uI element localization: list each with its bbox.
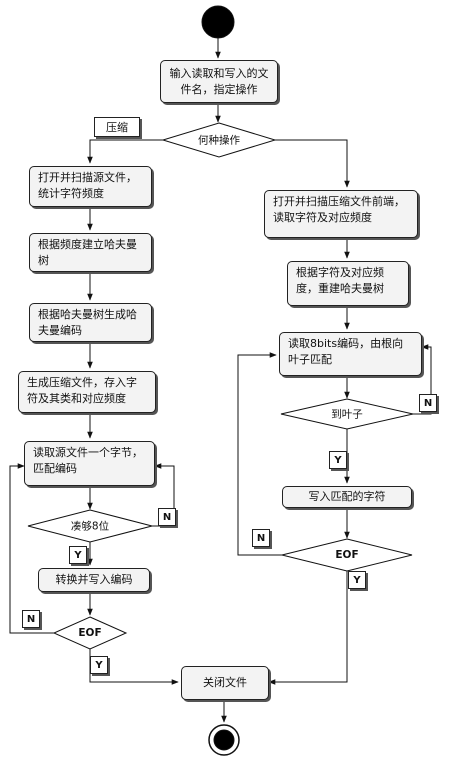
start-node [201,5,235,39]
edge-to-decompress [275,139,350,188]
step-scan-compressed: 打开并扫描压缩文件前端，读取字符及对应频度 [264,190,418,238]
tag-n-eof-c: N [22,610,40,628]
tag-y-leaf: Y [329,451,347,469]
step-gen-codes: 根据哈夫曼树生成哈夫曼编码 [29,303,152,342]
step-write-char: 写入匹配的字符 [282,486,412,508]
tag-n-eof-d: N [252,529,270,547]
step-read-byte: 读取源文件一个字节，匹配编码 [24,441,155,486]
end-node-inner [213,729,235,751]
decision-op-label: 何种操作 [198,134,240,147]
edge-leaf-no [413,344,432,415]
compress-label: 压缩 [94,117,140,137]
decision-8bits-label: 凑够8位 [70,520,110,533]
decision-leaf-label: 到叶子 [331,408,363,421]
step-build-tree: 根据频度建立哈夫曼树 [29,233,152,272]
tag-n-8bits: N [158,508,176,526]
step-write-code: 转换并写入编码 [38,568,150,592]
decision-eof-d-label: EOF [335,549,359,561]
step-gen-compressed-file: 生成压缩文件，存入字符及其类和对应频度 [18,371,156,413]
step-read-8bits: 读取8bits编码，由根向叶子匹配 [279,332,422,376]
decision-op-shape [161,122,277,158]
edge-eof-d-yes [268,571,348,685]
edge-to-compress [87,139,163,164]
tag-y-eof-d: Y [348,571,366,589]
step-scan-source: 打开并扫描源文件，统计字符频度 [29,166,152,207]
tag-y-8bits: Y [69,546,87,564]
edge-eof-d-no [237,352,282,556]
input-filename-box: 输入读取和写入的文件名，指定操作 [160,60,278,103]
step-rebuild-tree: 根据字符及对应频度，重建哈夫曼树 [287,261,409,306]
tag-n-leaf: N [419,394,437,412]
tag-y-eof-c: Y [90,656,108,674]
edge-8bits-no [152,463,175,527]
edge-eof-c-no [9,463,54,634]
close-file-box: 关闭文件 [181,666,269,700]
decision-eof-c-label: EOF [78,627,102,639]
